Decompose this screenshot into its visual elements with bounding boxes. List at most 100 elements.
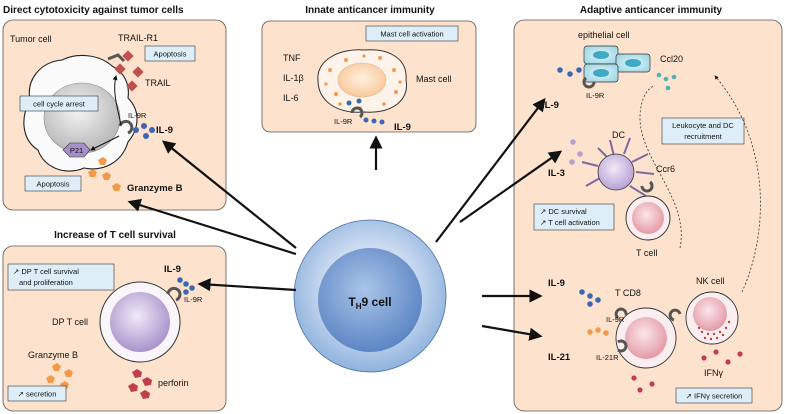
mast-granules [324, 54, 402, 110]
il21r-label: IL-21R [596, 353, 619, 362]
cell-cycle-arrest-label: cell cycle arrest [33, 100, 86, 109]
t-cd8-nucleus [625, 317, 667, 359]
perforin-molecules [128, 369, 152, 399]
ccr6-label: Ccr6 [656, 164, 675, 174]
il9-molecule [189, 285, 195, 291]
cd8-il9r-receptor [614, 307, 628, 320]
t-cell-label: T cell [636, 248, 657, 258]
il1b-label: IL-1β [283, 73, 304, 83]
il9-molecule [576, 67, 582, 73]
il9-molecule [177, 277, 183, 283]
ifng-secretion-label: ↗ IFNγ secretion [686, 392, 743, 401]
panel-cytotoxicity: Direct cytotoxicity against tumor cells … [2, 5, 227, 211]
recruitment-box [661, 117, 745, 145]
th9-label: TH9 cell [348, 295, 391, 311]
granzyme-molecule [64, 369, 73, 377]
il9-molecule [133, 127, 139, 133]
il9-molecule [149, 127, 155, 133]
perforin-label: perforin [158, 378, 189, 388]
t-cell-nucleus [632, 202, 664, 234]
panel-title-survival: Increase of T cell survival [54, 230, 176, 241]
il21-label: IL-21 [548, 352, 571, 363]
epi-il9r-label: IL-9R [586, 91, 605, 100]
il3-molecule [570, 139, 576, 145]
ccl20-molecule [665, 85, 671, 91]
t-activation-label: ↗ T cell activation [540, 218, 600, 227]
il21-molecule [587, 329, 593, 335]
main-arrows [127, 97, 563, 341]
il9-molecule [379, 119, 385, 125]
tcd8-il9-label: IL-9 [548, 278, 565, 289]
il9-molecule [356, 98, 362, 104]
il9-molecule [587, 293, 593, 299]
il9-molecule [371, 118, 377, 124]
apoptosis-label-bottom: Apoptosis [37, 180, 70, 189]
granzyme-molecule [102, 172, 111, 180]
il9-molecule [346, 100, 352, 106]
epi-il9r-receptor [582, 76, 596, 89]
cd8-il9r-label: IL-9R [606, 315, 625, 324]
trail-r1-receptor [107, 53, 126, 63]
il9-molecule [595, 297, 601, 303]
epi-il9-label: IL-9 [542, 100, 559, 111]
il21-molecule [603, 330, 609, 336]
il9-molecule [567, 71, 573, 77]
il9r-receptor [118, 119, 134, 135]
dp-t-cell-label: DP T cell [52, 317, 88, 327]
dp-survival-line1: ↗ DP T cell survival [13, 267, 79, 276]
epithelial-cells [583, 45, 651, 83]
apoptosis-label-top: Apoptosis [154, 50, 187, 59]
ccl20-molecule [663, 76, 669, 82]
nk-cell-label: NK cell [696, 276, 725, 286]
apoptosis-box-bottom [24, 175, 82, 192]
dp-t-cell-nucleus [110, 292, 170, 352]
mast-il9r-receptor [350, 106, 364, 119]
ccl20-molecule [671, 74, 677, 80]
p21-label: P21 [70, 146, 83, 155]
ccr6-receptor [640, 180, 654, 193]
il9-molecule [141, 123, 147, 129]
il6-label: IL-6 [283, 93, 299, 103]
panel-title-innate: Innate anticancer immunity [305, 5, 435, 16]
survival-il9r-label: IL-9R [184, 295, 203, 304]
granzyme-molecule [98, 157, 107, 165]
dc-label: DC [612, 130, 625, 140]
il21r-receptor [617, 339, 628, 353]
granzyme-b-label: Granzyme B [127, 183, 183, 194]
panel-adaptive: Adaptive anticancer immunity epithelial … [513, 5, 783, 412]
ccl20-label: Ccl20 [660, 54, 683, 64]
cd8-nk-receptor [668, 308, 682, 322]
ifng-label: IFNγ [704, 368, 723, 378]
panel-innate: Innate anticancer immunity Mast cell act… [261, 5, 477, 133]
il9-molecule [579, 289, 585, 295]
mast-cell-label: Mast cell [416, 74, 452, 84]
arrow-to-tcd8-il21 [481, 324, 543, 341]
il9-molecule [183, 281, 189, 287]
dp-survival-box [7, 263, 115, 291]
il3-molecule [569, 159, 575, 165]
tumor-nucleus [43, 82, 121, 154]
trail-r1-label: TRAIL-R1 [118, 33, 158, 43]
recruitment-line2: recruitment [684, 132, 722, 141]
arrow-to-il9-cytotoxic [161, 140, 297, 249]
il9-molecule [363, 117, 369, 123]
il9r-label: IL-9R [128, 111, 147, 120]
il9r-to-trail-arrow [112, 75, 122, 126]
dp-il9r-receptor [166, 286, 182, 302]
cell-cycle-arrest-box [19, 95, 99, 112]
epithelial-cell-label: epithelial cell [578, 30, 630, 40]
apoptosis-box-top [144, 45, 196, 62]
dc-activation-box [533, 203, 615, 231]
secretion-box [7, 385, 67, 402]
panel-title-cytotoxicity: Direct cytotoxicity against tumor cells [3, 5, 184, 16]
ifng-to-recruitment-dashed-arrow [714, 75, 761, 293]
recruitment-line1: Leukocyte and DC [672, 121, 734, 130]
tumor-cell-label: Tumor cell [10, 34, 52, 44]
mast-activation-label: Mast cell activation [380, 30, 443, 39]
granzyme-molecule [46, 375, 55, 383]
dendritic-cell [597, 153, 635, 191]
il21-molecule [595, 327, 601, 333]
trail-molecule [122, 50, 134, 62]
mast-il9r-label: IL-9R [334, 117, 353, 126]
